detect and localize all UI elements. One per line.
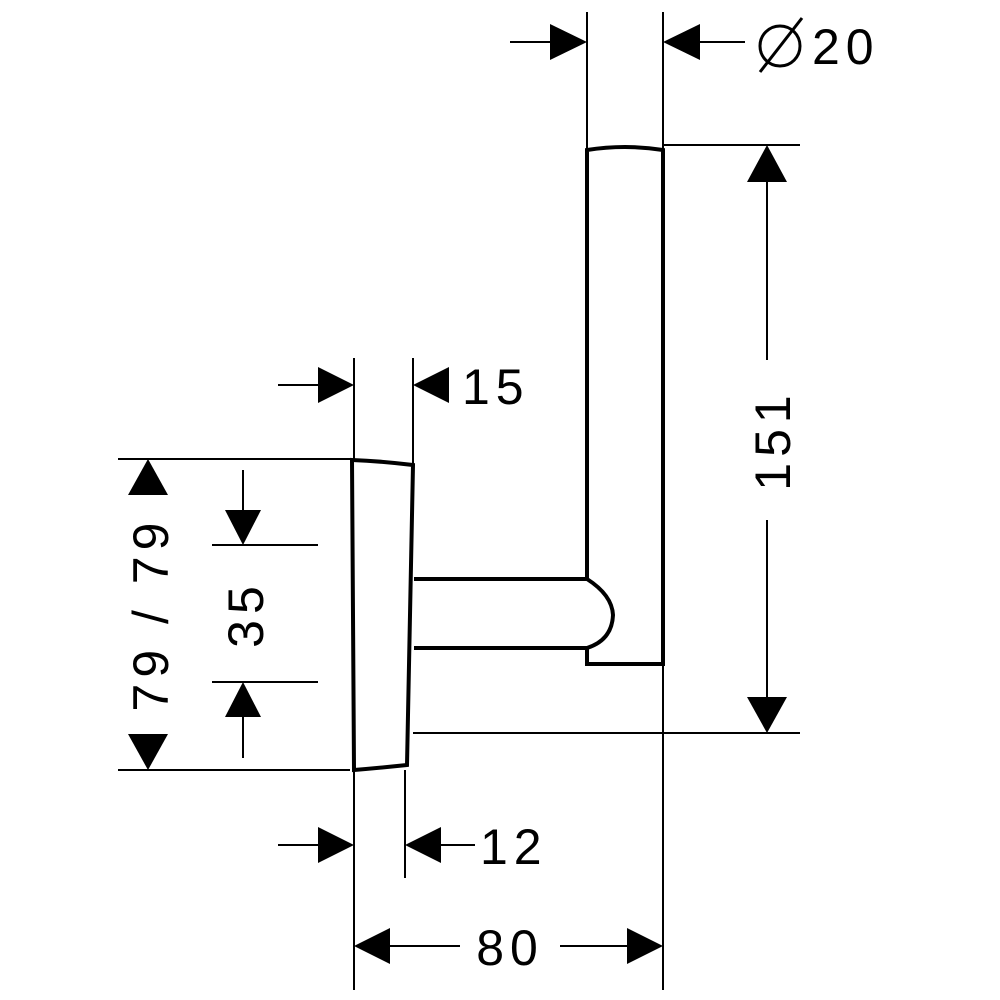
dimension-projection: 80 [354,920,663,976]
dimension-spacing: 35 [218,470,274,758]
dimension-diameter: 20 [510,17,880,75]
dimension-rose-depth: 15 [278,359,530,415]
wall-rose [349,457,416,773]
extension-lines [118,12,800,990]
dimension-height: 151 [745,145,801,733]
rose-depth-value: 15 [462,359,530,415]
height-value: 151 [745,389,801,490]
left-height-value: 79 / 79 [123,517,179,712]
dimension-rose-base: 12 [278,819,548,875]
dimension-left-height: 79 / 79 [123,459,179,770]
rose-base-value: 12 [480,819,548,875]
holder-tube [585,145,665,666]
part-outline [349,145,665,773]
projection-value: 80 [476,920,544,976]
elbow-curve [585,577,616,650]
diameter-symbol-icon [758,17,804,73]
spacing-value: 35 [218,580,274,648]
diameter-value: 20 [812,19,880,75]
